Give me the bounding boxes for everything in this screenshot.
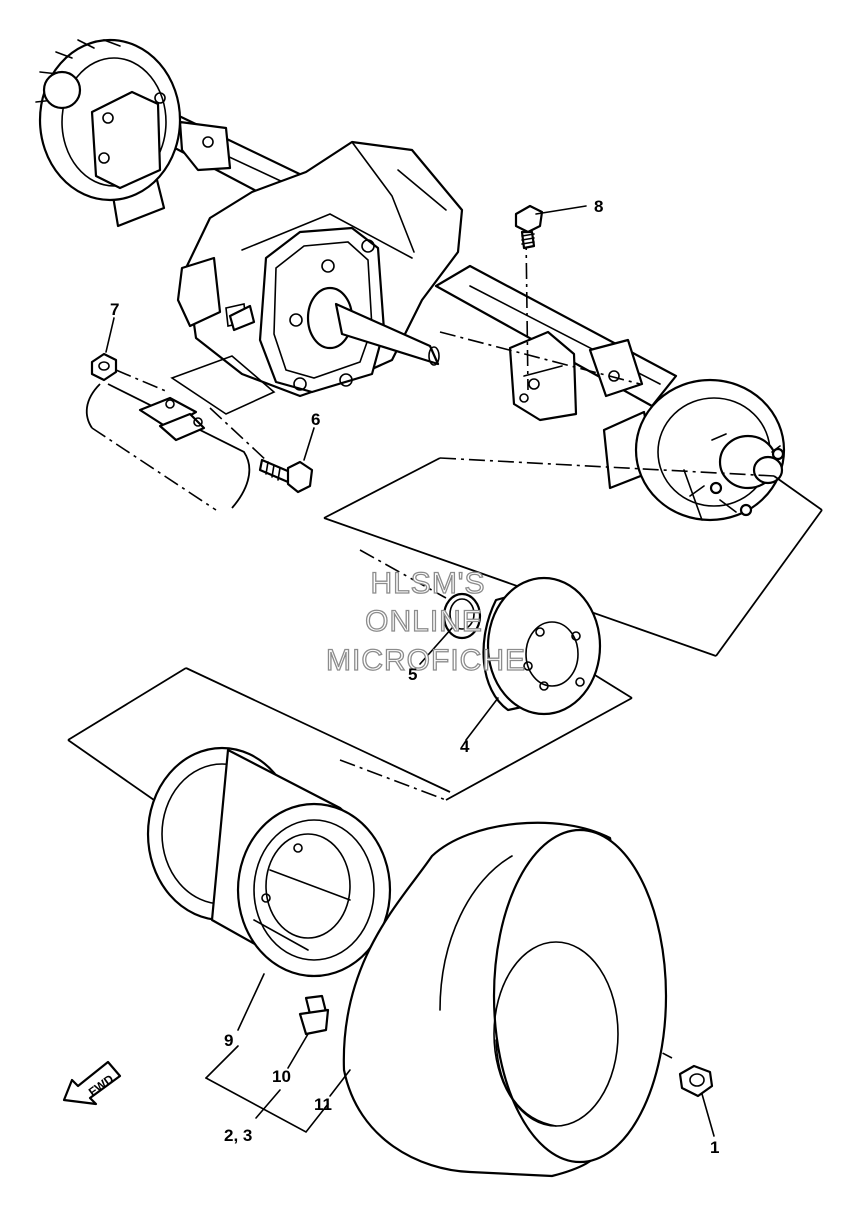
frame-rail	[85, 355, 276, 511]
watermark-line-1: HLSM'S	[370, 567, 485, 600]
part-5-cap	[442, 592, 482, 640]
part-11-tire	[342, 821, 668, 1178]
callout-7: 7	[110, 300, 119, 319]
watermark-line-2: ONLINE	[365, 605, 483, 638]
part-6-bolt	[258, 458, 314, 494]
callout-8: 8	[594, 197, 603, 216]
rear-axle-assembly	[35, 38, 786, 522]
callout-2-3: 2, 3	[224, 1126, 252, 1145]
part-9-wheel-rim	[146, 746, 392, 978]
callout-5: 5	[408, 665, 417, 684]
callout-10: 10	[272, 1067, 291, 1086]
leader-lines	[105, 205, 715, 1137]
part-10-valve	[298, 994, 330, 1036]
callout-9: 9	[224, 1031, 233, 1050]
callout-6: 6	[311, 410, 320, 429]
part-1-lug-nut	[678, 1064, 714, 1098]
part-4-brake-drum	[482, 576, 602, 716]
fwd-arrow-icon: FWD	[62, 1060, 122, 1106]
watermark-line-3: MICROFICHE	[326, 644, 526, 677]
callout-4: 4	[460, 737, 470, 756]
mounting-planes	[67, 457, 823, 801]
callout-11: 11	[314, 1095, 332, 1114]
part-8-bolt	[514, 204, 544, 250]
callout-1: 1	[710, 1138, 719, 1157]
part-7-nut	[90, 352, 118, 382]
callouts: 8 7 6 5 4 9 10 11 2, 3 1	[110, 197, 719, 1157]
watermark: HLSM'S ONLINE MICROFICHE	[325, 566, 526, 677]
